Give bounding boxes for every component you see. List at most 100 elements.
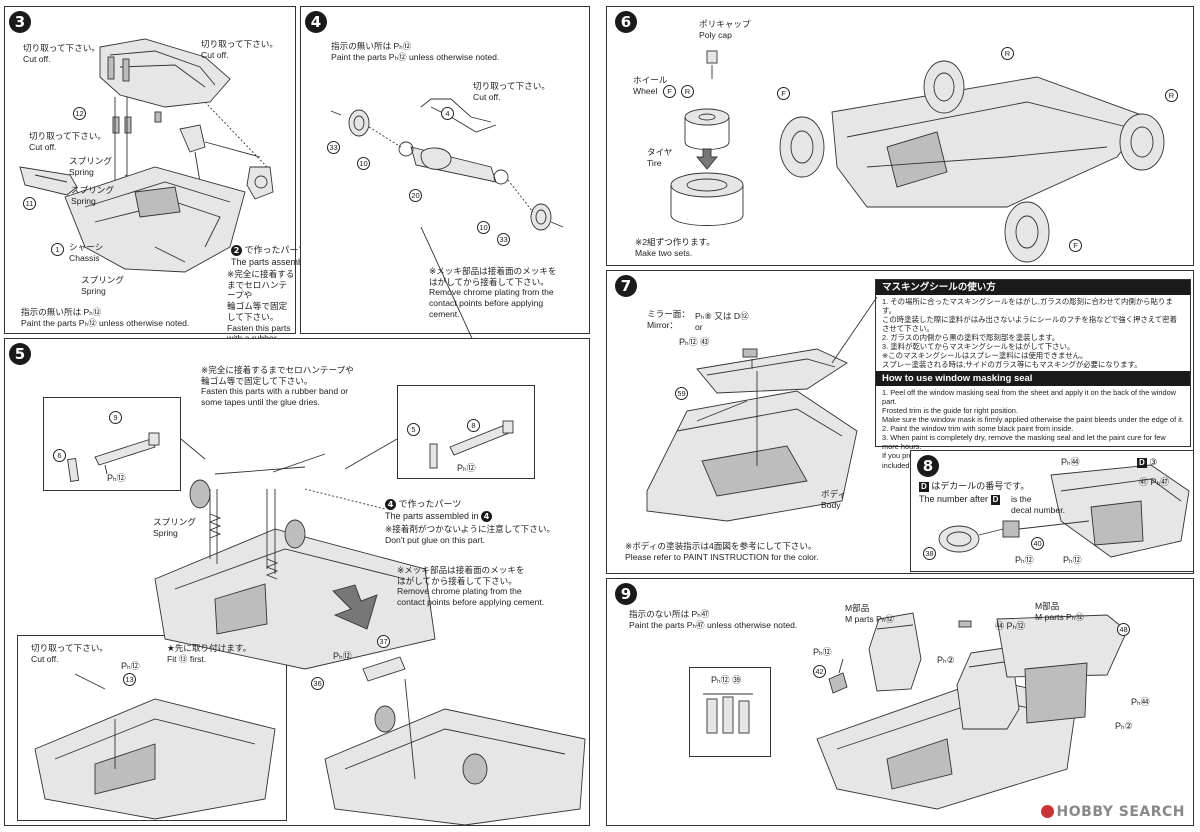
s8-ph12-b: Pₕ⑫ [1063,555,1082,565]
s5-assembled-badge: 4 [481,511,493,522]
s3-spring-3: スプリング Spring [81,275,124,296]
s5-assembled-ref: 4 で作ったパーツ [385,499,461,510]
step-7-illustration [646,296,878,522]
s8-ph44: Pₕ㊹ [1061,457,1080,467]
s6-f-bottom: F [1069,239,1082,252]
s6-two-sets: ※2組ずつ作ります。 Make two sets. [635,237,715,258]
s4-cut-off: 切り取って下さい。 Cut off. [473,81,550,102]
s3-cut-off-mid: 切り取って下さい。 Cut off. [29,131,106,152]
s6-r-top: R [1001,47,1014,60]
s3-part-11: 11 [23,197,36,210]
step-5-illustration [34,420,586,826]
s5-spring-label: スプリング Spring [153,517,196,538]
s7-paint-ref: ※ボディの塗装指示は4面図を参考にして下さい。 Please refer to … [625,541,819,562]
s5-chrome-note: ※メッキ部品は接着面のメッキを はがしてから接着して下さい。 Remove ch… [397,565,545,608]
s5-inset-right [397,385,535,479]
hobby-search-watermark: HOBBY SEARCH [1040,803,1185,821]
s8-decal-en2: is the decal number. [1011,494,1065,515]
s8-ph12-a: Pₕ⑫ [1015,555,1034,565]
s6-tire: タイヤ Tire [647,147,673,168]
s3-assembled-en: The parts assembled in [231,257,325,267]
step-5-number: 5 [9,343,31,365]
s8-decal-badge-1: D [919,482,929,492]
masking-seal-jp-title: マスキングシールの使い方 [876,280,1190,295]
s5-part-36: 36 [311,677,324,690]
step-5-panel: 5 [4,338,590,826]
step-4-illustration [330,98,564,348]
s4-part-33-right: 33 [497,233,510,246]
s7-part-43: Pₕ⑫ ㊸ [679,337,710,347]
s3-assembled-label: で作ったパーツ [244,245,308,255]
s9-ph12-seat: Pₕ⑫ [813,647,832,657]
s4-part-4: 4 [441,107,454,120]
s5-glue-note: ※接着剤がつかないように注意して下さい。 Don't put glue on t… [385,524,556,545]
s6-wheel-f-badge: F [663,85,676,98]
masking-seal-box: マスキングシールの使い方 1. その場所に合ったマスキングシールをはがし,ガラス… [875,279,1191,470]
s5-assembled-en: The parts assembled in [385,511,479,521]
step-6-illustration [670,50,1165,263]
s9-inset [689,667,771,757]
step-3-illustration [19,38,274,273]
s7-mirror-options: Pₕ⑧ 又は D⑫ or [695,311,749,332]
s5-assembled-en-line: The parts assembled in 4 [385,511,493,522]
s5-part-6: 6 [53,449,66,462]
hobby-search-logo-icon [1040,805,1054,819]
s5-inset-left [43,397,181,491]
s8-part-41: ㊶ Pₕ㊼ [1139,477,1170,487]
s3-cut-off-right: 切り取って下さい。 Cut off. [201,39,278,60]
masking-seal-jp-body: 1. その場所に合ったマスキングシールをはがし,ガラスの彫刻に合わせて内側から貼… [882,297,1177,370]
s6-r-right: R [1165,89,1178,102]
step-4-panel: 4 指示の無い所は Pₕ⑫ Paint the parts Pₕ⑫ unless… [300,6,590,348]
s9-paint-note: 指示のない所は Pₕ㊼ Paint the parts Pₕ㊼ unless o… [629,609,798,630]
s5-inset-right-paint: Pₕ⑫ [457,463,476,473]
s8-decal-line-2: The number after D [919,494,1001,505]
s3-spring-2: スプリング Spring [71,185,114,206]
step-3-panel: 3 切り取って下さい。 Cut off. 切り取って下さい。 Cut [4,6,339,376]
s5-muffler-paint: Pₕ⑫ [333,651,352,661]
s4-part-20: 20 [409,189,422,202]
s5-inset-bottom [17,635,287,821]
s8-part-40: 40 [1031,537,1044,550]
step-9-number: 9 [615,583,637,605]
s9-part-42: 42 [813,665,826,678]
s4-chrome-note: ※メッキ部品は接着面のメッキを はがしてから接着して下さい。 Remove ch… [429,266,557,319]
step-9-panel: 9 指示のない所は Pₕ㊼ Paint the parts Pₕ㊼ unless… [606,578,1194,826]
s8-decal-badge-3: D [1137,458,1147,468]
s8-d3-num: ③ [1149,457,1158,467]
s8-decal-line-1: D はデカールの番号です。 [919,481,1029,492]
s8-d3: D ③ [1137,457,1157,468]
step-8-panel: 8 D はデカールの番号です。 The number after D is th… [910,450,1194,572]
s9-part-44: ㊹ Pₕ⑫ [995,621,1026,631]
step-6-panel: 6 ポリキャップ Poly cap ホイール Wheel F R タイヤ Tir… [606,6,1194,266]
s3-part-1: 1 [51,243,64,256]
s8-part-38: 38 [923,547,936,560]
s4-paint-note: 指示の無い所は Pₕ⑫ Paint the parts Pₕ⑫ unless o… [331,41,500,62]
s5-part-9: 9 [109,411,122,424]
s8-decal-en1: The number after [919,494,989,504]
s4-part-10-right: 10 [477,221,490,234]
step-8-illustration [938,464,1190,558]
s7-part-59: 59 [675,387,688,400]
s5-rubber-note: ※完全に接着するまでセロハンテープや 輪ゴム等で固定して下さい。 Fasten … [201,365,354,408]
s6-wheel: ホイール Wheel [633,75,668,96]
s3-cut-off-left: 切り取って下さい。 Cut off. [23,43,100,64]
step-4-number: 4 [305,11,327,33]
s9-ph12-39: Pₕ⑫ ㊴ [711,675,742,685]
watermark-text: HOBBY SEARCH [1056,803,1185,820]
s5-part-8: 8 [467,419,480,432]
s5-inset-left-paint: Pₕ⑫ [107,473,126,483]
s8-decal-badge-2: D [990,495,1001,505]
s3-paint-note: 指示の無い所は Pₕ⑫ Paint the parts Pₕ⑫ unless o… [21,307,190,328]
step-8-number: 8 [917,455,939,477]
s5-part-37: 37 [377,635,390,648]
s7-mirror-label: ミラー面： Mirror： [647,309,690,330]
s5-bottom-paint: Pₕ⑫ [121,661,140,671]
step-6-number: 6 [615,11,637,33]
s6-poly-cap: ポリキャップ Poly cap [699,19,751,40]
s9-m-parts-left: M部品 M parts Pₕ⑫ [845,603,894,624]
s6-wheel-r-badge: R [681,85,694,98]
s9-ph2-a: Pₕ② [937,655,955,665]
s9-m-parts-right: M部品 M parts Pₕ⑫ [1035,601,1084,622]
s5-part-5: 5 [407,423,420,436]
s6-f-left: F [777,87,790,100]
